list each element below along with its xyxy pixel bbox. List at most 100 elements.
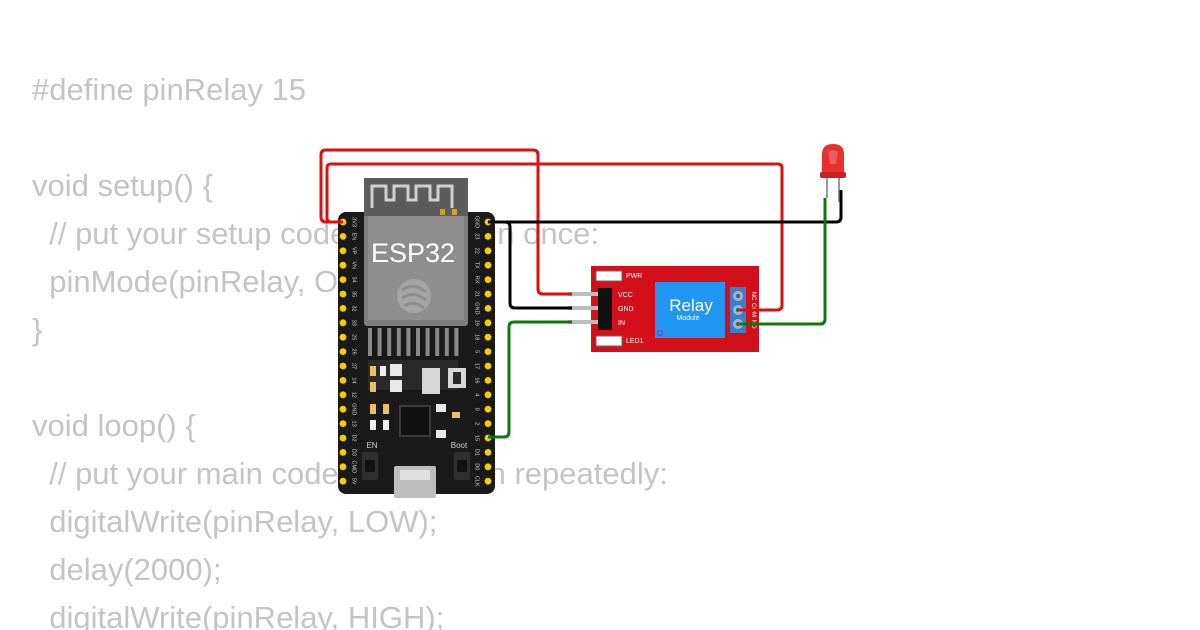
esp32-pin-label: EN bbox=[351, 233, 357, 241]
esp32-pin[interactable] bbox=[484, 261, 492, 269]
esp32-pin-label: 4 bbox=[474, 393, 480, 396]
relay-subtitle: Module bbox=[677, 315, 700, 322]
esp32-pin-label: GND bbox=[351, 403, 357, 415]
relay-pin-header bbox=[598, 288, 612, 330]
esp32-pin[interactable] bbox=[339, 362, 347, 370]
esp32-pin[interactable] bbox=[484, 348, 492, 355]
esp32-pin-label: 19 bbox=[474, 320, 480, 326]
terminal-screw bbox=[733, 305, 743, 315]
esp32-pin-label: 34 bbox=[351, 277, 357, 283]
esp32-pin[interactable] bbox=[339, 434, 347, 442]
esp32-pin[interactable] bbox=[484, 290, 492, 298]
castellation-pad bbox=[377, 328, 382, 356]
esp32-pin[interactable] bbox=[339, 348, 347, 355]
castellation-pad bbox=[416, 328, 420, 356]
terminal-screw bbox=[733, 319, 743, 329]
esp32-pin-label: RX bbox=[474, 276, 480, 284]
antenna-icon bbox=[370, 184, 454, 208]
esp32-pin-label: 22 bbox=[474, 248, 480, 254]
esp32-pin-label: D1 bbox=[474, 449, 480, 456]
boot-label: Boot bbox=[451, 441, 468, 450]
red-led-icon[interactable] bbox=[820, 144, 846, 202]
esp32-pin[interactable] bbox=[339, 391, 347, 399]
wire-vcc[interactable] bbox=[319, 148, 572, 296]
esp32-pin[interactable] bbox=[484, 477, 492, 485]
esp32-pin[interactable] bbox=[484, 405, 492, 413]
esp32-pin[interactable] bbox=[339, 276, 347, 283]
esp32-pin[interactable] bbox=[339, 377, 347, 384]
esp32-pin-label: D0 bbox=[474, 463, 480, 470]
esp32-pin[interactable] bbox=[484, 276, 492, 283]
wire-nc[interactable] bbox=[325, 162, 784, 312]
en-button[interactable] bbox=[362, 452, 378, 480]
castellation-pad bbox=[406, 328, 411, 356]
boot-button[interactable] bbox=[454, 452, 470, 480]
esp32-pin[interactable] bbox=[484, 463, 492, 471]
esp32-pin[interactable] bbox=[339, 319, 347, 327]
esp32-pin[interactable] bbox=[484, 391, 492, 399]
relay-module[interactable]: PWR LED1 VCC GND IN Relay Module bbox=[591, 266, 759, 352]
esp32-pin[interactable] bbox=[484, 247, 492, 255]
antenna-pad bbox=[440, 209, 445, 215]
esp32-pin[interactable] bbox=[484, 420, 492, 427]
esp32-pin-label: 27 bbox=[351, 363, 357, 369]
relay-male-pins bbox=[568, 292, 598, 324]
relay-coil bbox=[655, 282, 725, 338]
code-line: void setup() { bbox=[32, 168, 213, 203]
esp32-pin-label: D3 bbox=[351, 449, 357, 456]
antenna-pad bbox=[452, 209, 457, 215]
castellation-pad bbox=[396, 328, 401, 356]
terminal-screw bbox=[733, 291, 743, 301]
esp32-pin[interactable] bbox=[339, 261, 347, 269]
esp32-pin[interactable] bbox=[339, 449, 347, 456]
esp32-pin-label: 21 bbox=[474, 291, 480, 297]
relay-pin-label: IN bbox=[618, 320, 625, 327]
esp32-pin[interactable] bbox=[339, 405, 347, 413]
esp32-pin[interactable] bbox=[339, 333, 347, 341]
wire-led-gnd[interactable] bbox=[488, 190, 843, 224]
esp32-pin-label: 13 bbox=[351, 421, 357, 427]
esp32-pin-label: GND bbox=[474, 302, 480, 314]
esp32-board[interactable]: ESP32 bbox=[338, 178, 495, 498]
esp32-pin-label: 32 bbox=[351, 305, 357, 311]
esp32-pin[interactable] bbox=[484, 362, 492, 370]
terminal-label-nc: NC bbox=[750, 292, 756, 301]
en-label: EN bbox=[366, 441, 377, 450]
pwr-led-icon bbox=[595, 270, 623, 282]
esp32-pin-label: VN bbox=[351, 261, 357, 269]
esp32-pin[interactable] bbox=[484, 319, 492, 327]
wire-led-anode[interactable] bbox=[740, 198, 827, 326]
esp32-pin-label: 0 bbox=[474, 408, 480, 411]
esp32-pin-label: 12 bbox=[351, 392, 357, 398]
esp32-pin[interactable] bbox=[339, 420, 347, 427]
esp32-pin-label: 15 bbox=[474, 435, 480, 441]
esp32-pin-label: 5V bbox=[351, 478, 357, 485]
esp32-pin-label: 17 bbox=[474, 363, 480, 369]
castellation-pad bbox=[444, 328, 449, 356]
castellation-pad bbox=[425, 328, 430, 356]
esp32-pin-label: CLK bbox=[474, 476, 480, 487]
esp32-pin[interactable] bbox=[484, 233, 492, 240]
relay-title: Relay bbox=[669, 296, 713, 315]
castellation-pad bbox=[368, 328, 372, 356]
wire-signal[interactable] bbox=[488, 320, 572, 439]
esp32-pin-label: 5 bbox=[474, 350, 480, 353]
esp32-pin[interactable] bbox=[339, 305, 347, 312]
esp32-pin-label: 18 bbox=[474, 334, 480, 340]
esp32-pin-label: 26 bbox=[351, 349, 357, 355]
esp32-pin[interactable] bbox=[484, 377, 492, 384]
esp32-pin-label: 35 bbox=[351, 291, 357, 297]
esp32-pin[interactable] bbox=[339, 290, 347, 298]
esp32-pin[interactable] bbox=[484, 449, 492, 456]
esp32-pin[interactable] bbox=[339, 247, 347, 255]
esp32-pin-label: CMD bbox=[351, 461, 357, 474]
relay-pin-label: VCC bbox=[618, 292, 633, 299]
esp32-pin[interactable] bbox=[339, 477, 347, 485]
relay-pin-label: GND bbox=[618, 306, 634, 313]
esp32-pin[interactable] bbox=[484, 305, 492, 312]
code-line: #define pinRelay 15 bbox=[32, 72, 307, 107]
esp32-pin[interactable] bbox=[339, 463, 347, 471]
esp32-pin[interactable] bbox=[339, 233, 347, 240]
esp32-pin[interactable] bbox=[484, 333, 492, 341]
